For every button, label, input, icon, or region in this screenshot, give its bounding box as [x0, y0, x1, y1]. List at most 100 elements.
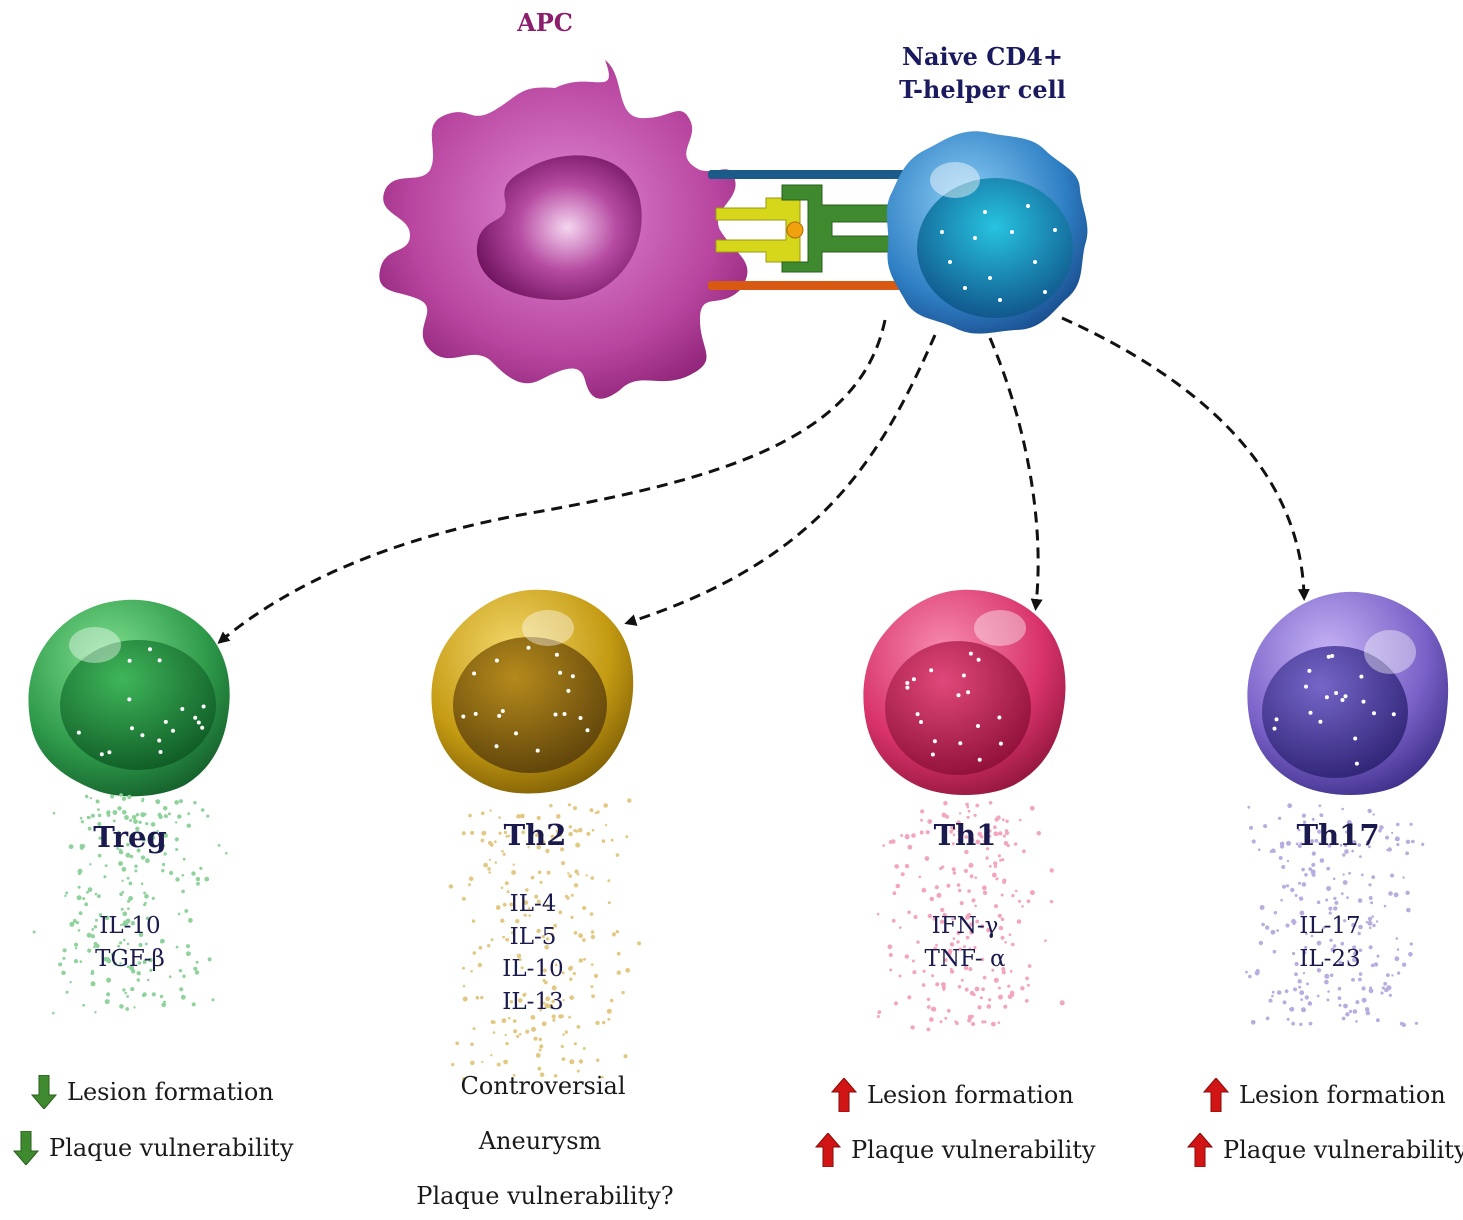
speckle-dot — [98, 836, 102, 840]
speckle-dot — [982, 975, 987, 980]
speckle-dot — [1358, 948, 1363, 953]
speckle-dot — [75, 947, 78, 950]
speckle-dot — [1322, 926, 1326, 930]
cell-granules — [76, 645, 1396, 766]
speckle-dot — [1368, 926, 1372, 930]
speckle-dot — [939, 867, 943, 871]
effect-text: Plaque vulnerability — [49, 1134, 294, 1162]
speckle-dot — [549, 804, 553, 808]
speckle-dot — [1342, 873, 1345, 876]
speckle-dot — [560, 1044, 564, 1049]
speckle-dot — [995, 877, 999, 881]
speckle-dot — [1342, 880, 1348, 885]
speckle-dot — [1307, 829, 1311, 833]
speckle-dot — [1282, 884, 1286, 889]
speckle-dot — [118, 861, 123, 866]
speckle-dot — [204, 876, 210, 882]
speckle-dot — [974, 904, 977, 908]
speckle-dot — [925, 830, 930, 835]
speckle-dot — [94, 892, 98, 896]
speckle-dot — [1343, 919, 1347, 923]
speckle-dot — [988, 829, 992, 833]
speckle-dot — [489, 809, 492, 812]
speckle-dot — [539, 1008, 543, 1012]
speckle-dot — [32, 930, 36, 934]
granule-dot — [130, 726, 134, 731]
speckle-dot — [179, 799, 183, 804]
speckle-dot — [1348, 871, 1351, 875]
granule-dot — [1307, 668, 1312, 673]
speckle-dot — [949, 969, 955, 974]
speckle-dot — [178, 969, 183, 973]
speckle-dot — [1333, 906, 1338, 911]
speckle-dot — [568, 966, 573, 971]
speckle-dot — [1014, 889, 1018, 893]
speckle-dot — [1378, 828, 1382, 833]
speckle-dot — [572, 972, 576, 976]
speckle-dot — [211, 998, 215, 1002]
speckle-dot — [957, 837, 962, 842]
receptor-complex — [708, 170, 908, 290]
speckle-dot — [516, 815, 520, 819]
speckle-dot — [1409, 822, 1413, 826]
speckle-dot — [155, 799, 161, 805]
speckle-dot — [1003, 1004, 1008, 1009]
speckle-dot — [136, 848, 141, 853]
speckle-dot — [531, 1026, 536, 1032]
speckle-dot — [490, 1020, 495, 1024]
speckle-dot — [1292, 951, 1296, 956]
speckle-dot — [1298, 896, 1304, 901]
speckle-dot — [1339, 843, 1343, 847]
speckle-dot — [969, 922, 974, 927]
speckle-dot — [1414, 1021, 1418, 1025]
speckle-dot — [72, 919, 77, 923]
speckle-dot — [949, 942, 955, 947]
speckle-dot — [501, 849, 504, 853]
speckle-dot — [1361, 997, 1367, 1003]
granule-dot — [1343, 694, 1348, 699]
speckle-dot — [1294, 894, 1298, 897]
granule-dot — [570, 674, 575, 679]
granule-dot — [1340, 698, 1345, 702]
speckle-dot — [79, 960, 83, 963]
speckle-dot — [500, 886, 504, 890]
speckle-dot — [505, 937, 510, 942]
speckle-dot — [1247, 805, 1251, 809]
speckle-dot — [954, 1020, 957, 1023]
speckle-dot — [1248, 974, 1252, 979]
speckle-dot — [145, 858, 150, 864]
speckle-dot — [983, 1020, 987, 1024]
speckle-dot — [1396, 948, 1400, 951]
speckle-dot — [161, 1002, 166, 1008]
speckle-dot — [927, 913, 932, 919]
granule-dot — [1334, 691, 1339, 695]
speckle-dot — [573, 931, 578, 935]
speckle-dot — [993, 832, 997, 836]
speckle-dot — [1319, 858, 1325, 863]
speckle-dot — [134, 869, 138, 873]
speckle-dot — [610, 838, 614, 842]
speckle-dot — [1007, 984, 1011, 988]
speckle-dot — [1280, 898, 1283, 902]
speckle-dot — [968, 947, 971, 950]
speckle-dot — [487, 944, 491, 948]
speckle-dot — [1338, 960, 1343, 965]
speckle-dot — [97, 853, 102, 858]
speckle-dot — [151, 896, 155, 901]
speckle-dot — [186, 823, 191, 828]
speckle-dot — [95, 918, 98, 922]
speckle-dot — [891, 918, 896, 923]
speckle-dot — [1011, 942, 1015, 947]
speckle-dot — [159, 841, 163, 845]
speckle-dot — [502, 852, 506, 856]
naive-cell-label: Naive CD4+ T-helper cell — [880, 40, 1085, 106]
speckle-dot — [1297, 828, 1301, 832]
speckle-dot — [194, 970, 200, 975]
granule-dot — [148, 647, 152, 652]
speckle-dot — [121, 879, 124, 882]
speckle-dot — [1254, 970, 1260, 976]
speckle-dot — [85, 794, 89, 799]
treg-cytokines: IL-10 TGF-β — [70, 910, 190, 975]
speckle-dot — [1245, 970, 1248, 974]
speckle-dot — [1305, 932, 1308, 936]
